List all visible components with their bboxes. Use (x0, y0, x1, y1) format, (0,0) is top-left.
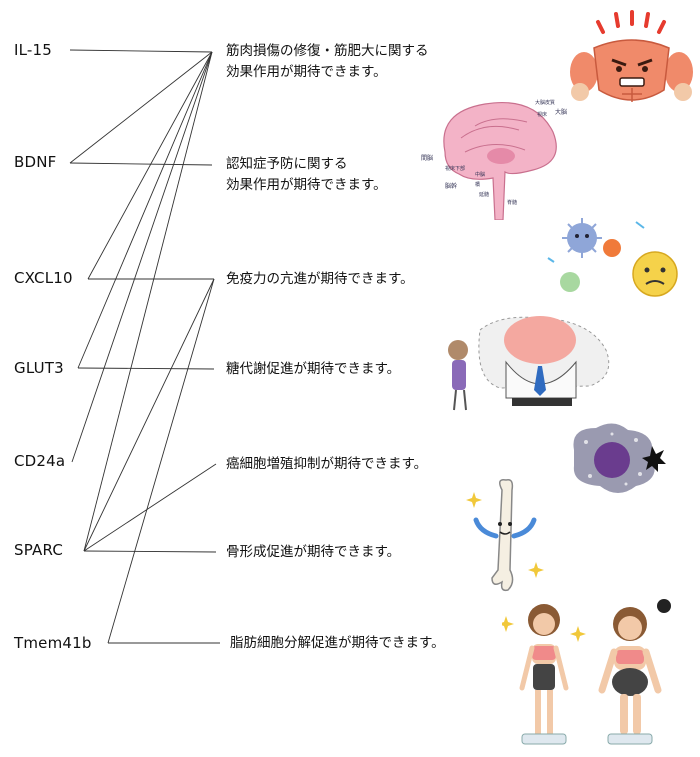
brain-illustration: 大脳皮質 大脳 視床 間脳 視床下部 中脳 橋 延髄 脳幹 脊髄 (421, 99, 567, 220)
brain-label-diencephalon: 間脳 (421, 154, 433, 162)
brain-label-cortex: 大脳皮質 (535, 99, 555, 106)
weight-comparison-illustration (502, 599, 671, 745)
effect-glucose: 糖代謝促進が期待できます。 (226, 361, 401, 377)
brain-label-cerebrum: 大脳 (555, 108, 567, 116)
link-il15-muscle (69, 49, 213, 53)
bone-character-illustration (466, 478, 544, 592)
gene-cd24a: CD24a (14, 452, 66, 470)
link-glut3-muscle (77, 51, 213, 369)
angry-muscle-illustration (570, 10, 693, 102)
brain-label-midbrain: 中脳 (475, 171, 485, 178)
brain-label-thalamus: 視床 (537, 111, 547, 118)
link-cd24a-muscle (71, 51, 213, 463)
brain-label-spinal-cord: 脊髄 (507, 199, 517, 206)
brain-label-pons: 橋 (475, 181, 480, 188)
link-sparc-cancer (83, 463, 217, 552)
link-cxcl10-muscle (87, 51, 213, 280)
effect-immune: 免疫力の亢進が期待できます。 (226, 271, 414, 287)
virus-illustration (547, 218, 678, 297)
effect-bone: 骨形成促進が期待できます。 (226, 544, 401, 560)
gene-il15: IL-15 (14, 41, 53, 59)
cancer-cell-illustration (573, 423, 666, 493)
link-sparc-muscle (83, 51, 213, 552)
gene-bdnf: BDNF (14, 153, 57, 171)
brain-label-hypothalamus: 視床下部 (445, 165, 465, 172)
effect-cancer: 癌細胞増殖抑制が期待できます。 (226, 456, 428, 472)
gene-sparc: SPARC (14, 541, 64, 559)
brain-label-medulla: 延髄 (479, 191, 489, 198)
effect-muscle: 筋肉損傷の修復・筋肥大に関する 効果作用が期待できます。 (226, 43, 429, 80)
link-sparc-bone (83, 550, 217, 553)
brain-label-brainstem: 脳幹 (445, 182, 457, 190)
link-tmem41b-immune (107, 278, 215, 644)
link-bdnf-dementia (69, 162, 213, 166)
link-bdnf-muscle (69, 51, 213, 164)
effect-dementia: 認知症予防に関する 効果作用が期待できます。 (226, 156, 387, 193)
effect-fat: 脂肪細胞分解促進が期待できます。 (230, 635, 445, 651)
gene-tmem41b: Tmem41b (14, 634, 92, 652)
link-glut3-glucose (77, 367, 215, 370)
gene-glut3: GLUT3 (14, 359, 64, 377)
gene-cxcl10: CXCL10 (14, 269, 73, 287)
link-sparc-immune (83, 278, 215, 552)
overweight-man-illustration (448, 316, 610, 411)
